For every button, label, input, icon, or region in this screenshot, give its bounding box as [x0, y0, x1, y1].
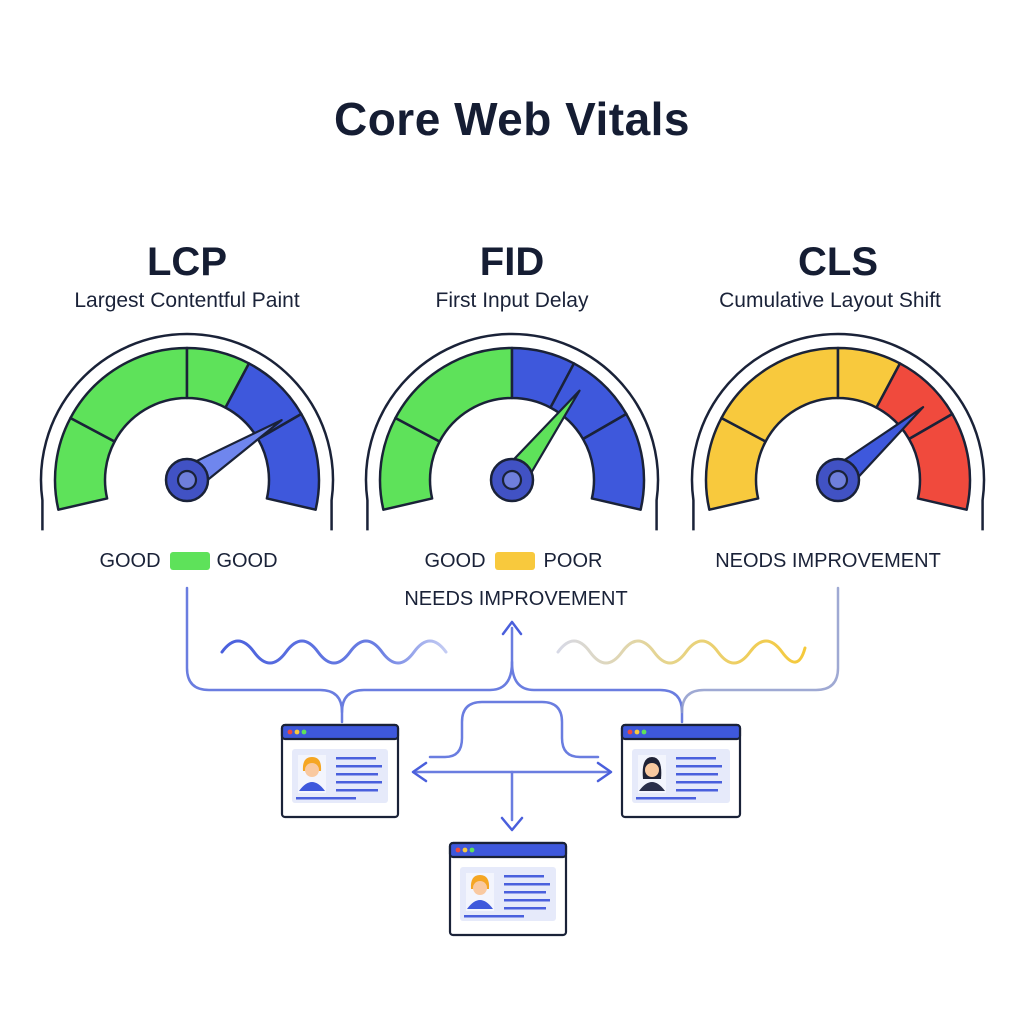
person-icon	[298, 755, 326, 793]
gauge-hub-inner	[501, 469, 523, 491]
text-line	[336, 789, 378, 792]
gauge-segment	[907, 412, 972, 511]
gauge-hub-inner	[176, 469, 198, 491]
fid-legend-left: GOOD	[424, 550, 486, 572]
gauge-cls-abbr: CLS	[798, 240, 878, 284]
connector-fid-left	[340, 626, 514, 714]
window-dot	[301, 729, 307, 735]
gauge-segment	[69, 346, 189, 443]
text-line	[336, 781, 382, 784]
arrowhead-left	[411, 761, 428, 783]
text-line	[504, 875, 544, 878]
gauge-lcp-name: Largest Contentful Paint	[74, 289, 300, 312]
window-dot	[627, 729, 633, 735]
page-card-left	[280, 723, 400, 819]
gauge-cls-name: Cumulative Layout Shift	[719, 289, 941, 312]
text-line	[676, 773, 718, 776]
wave-yellow	[556, 639, 807, 665]
page-card-bottom	[448, 841, 568, 937]
gauge-segment	[720, 346, 840, 443]
window-dot	[287, 729, 293, 735]
page-title: Core Web Vitals	[333, 93, 691, 145]
text-line	[504, 899, 550, 902]
arrowhead-down	[500, 816, 524, 832]
fid-legend-swatch	[495, 552, 535, 570]
window-dot	[469, 847, 475, 853]
person-icon	[638, 755, 666, 793]
window-dot	[634, 729, 640, 735]
wave-blue	[220, 639, 448, 665]
gauge-lcp	[39, 332, 335, 531]
lcp-legend-right: GOOD	[216, 550, 278, 572]
gauge-segment	[256, 412, 321, 511]
person-icon	[466, 873, 494, 911]
text-line	[336, 773, 378, 776]
gauge-hub-inner	[827, 469, 849, 491]
connector-cls	[680, 586, 840, 714]
text-line	[336, 765, 382, 768]
lcp-legend-left: GOOD	[99, 550, 161, 572]
arrowhead-up	[501, 620, 523, 636]
text-line	[676, 789, 718, 792]
lcp-legend-swatch	[170, 552, 210, 570]
browser-titlebar	[448, 841, 568, 859]
gauge-cls	[690, 332, 986, 531]
gauge-fid	[364, 332, 660, 531]
connector-hub	[428, 700, 600, 759]
fid-legend-right: POOR	[543, 550, 603, 572]
text-line	[676, 781, 722, 784]
text-line	[676, 757, 716, 760]
text-line	[504, 891, 546, 894]
window-dot	[641, 729, 647, 735]
text-line	[636, 797, 696, 800]
window-dot	[455, 847, 461, 853]
gauge-rim	[690, 332, 986, 531]
window-dot	[294, 729, 300, 735]
text-line	[676, 765, 722, 768]
text-line	[504, 907, 546, 910]
page-card-right	[620, 723, 742, 819]
cls-status: NEODS IMPROVEMENT	[715, 550, 941, 572]
arrowhead-right	[596, 761, 613, 783]
text-line	[504, 883, 550, 886]
text-line	[296, 797, 356, 800]
gauge-rim	[364, 332, 660, 531]
window-dot	[462, 847, 468, 853]
text-line	[336, 757, 376, 760]
fid-status: NEEDS IMPROVEMENT	[404, 588, 628, 610]
gauge-lcp-abbr: LCP	[147, 240, 227, 284]
text-line	[464, 915, 524, 918]
gauge-fid-name: First Input Delay	[435, 289, 589, 312]
browser-titlebar	[620, 723, 742, 741]
browser-titlebar	[280, 723, 400, 741]
connector-lcp	[185, 586, 344, 724]
gauge-fid-abbr: FID	[479, 240, 545, 284]
connector-fid-right	[510, 660, 684, 724]
gauge-segment	[581, 412, 646, 511]
gauge-rim	[39, 332, 335, 531]
gauge-segment	[394, 346, 514, 443]
